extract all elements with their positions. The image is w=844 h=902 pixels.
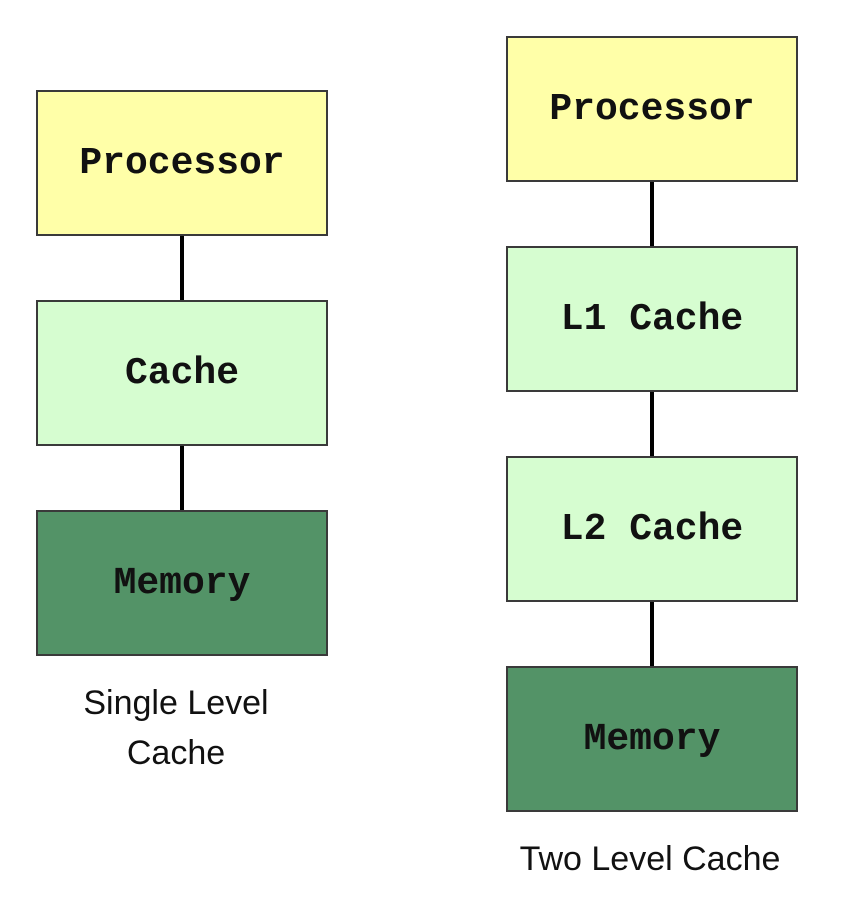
single-cache-memory-connector [180,446,184,510]
two-processor-l1-connector [650,182,654,246]
two-memory-box: Memory [506,666,798,812]
single-level-caption: Single Level Cache [36,678,316,778]
single-cache-box: Cache [36,300,328,446]
two-l1-cache-box: L1 Cache [506,246,798,392]
single-level-caption-line2: Cache [126,734,226,772]
two-l1-l2-connector [650,392,654,456]
two-level-caption: Two Level Cache [519,840,781,878]
two-l2-cache-box: L2 Cache [506,456,798,602]
single-level-caption-line1: Single Level [83,684,269,722]
two-processor-box: Processor [506,36,798,182]
two-l2-memory-connector [650,602,654,666]
single-processor-cache-connector [180,236,184,300]
single-memory-box: Memory [36,510,328,656]
single-processor-box: Processor [36,90,328,236]
